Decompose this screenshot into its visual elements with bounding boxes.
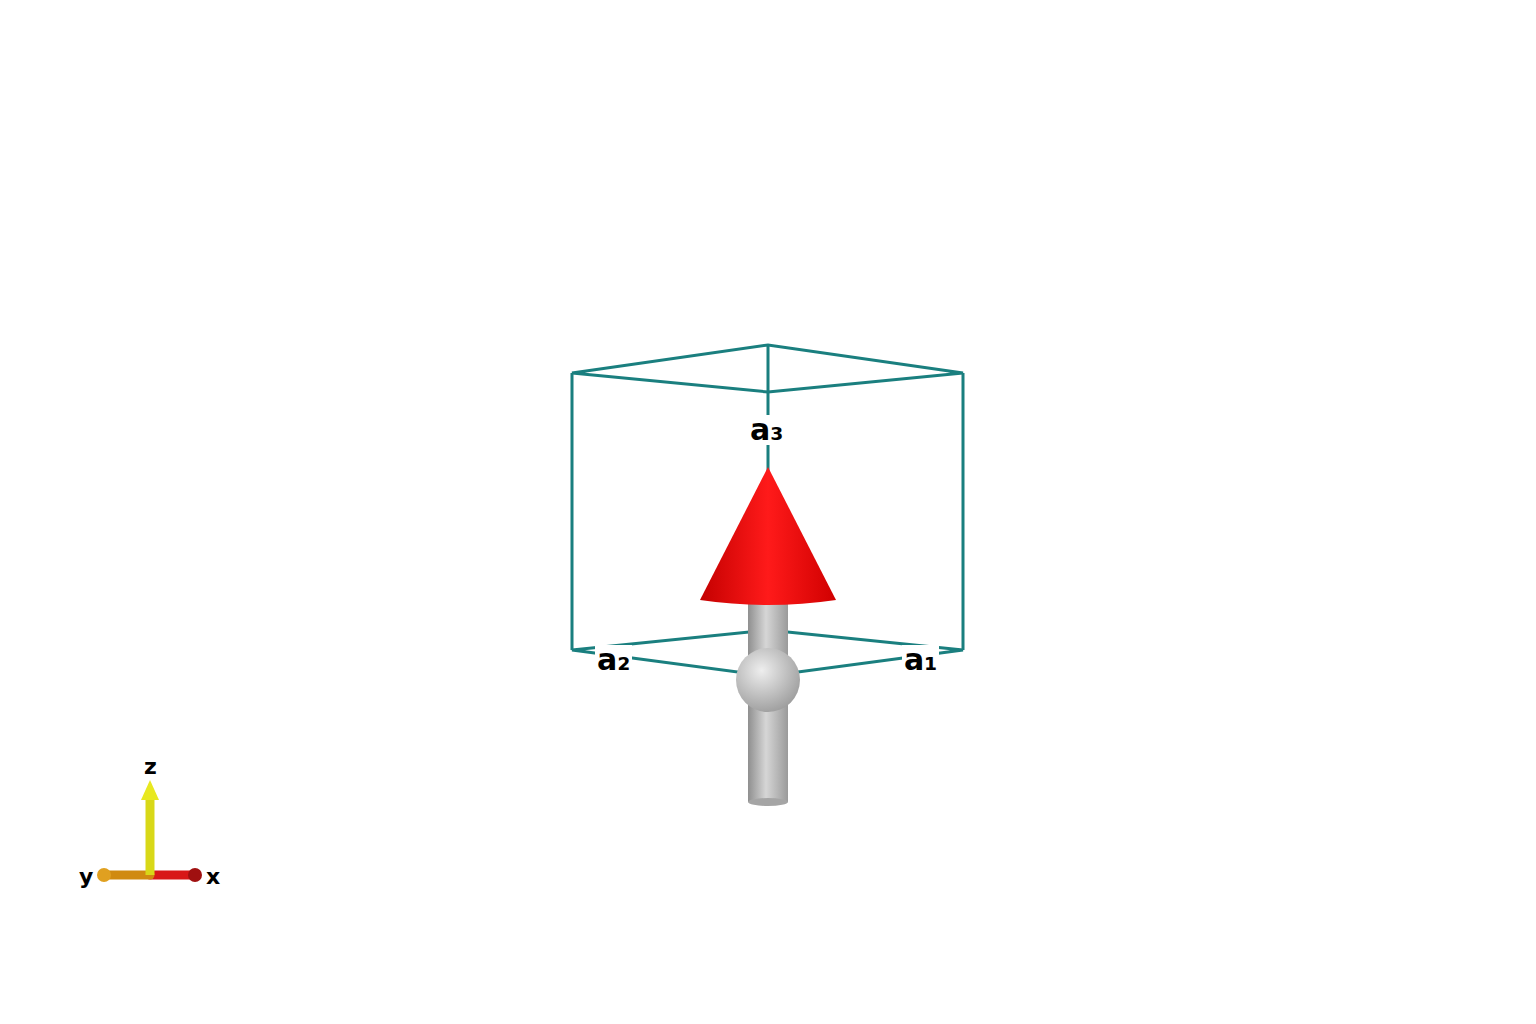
atom-with-moment xyxy=(700,467,836,806)
axis-label: z xyxy=(144,756,157,778)
lattice-vector-label: a₁ xyxy=(902,645,939,675)
lattice-vector-label: a₃ xyxy=(748,415,785,445)
lattice-vector-label: a₂ xyxy=(595,645,632,675)
axis-label: x xyxy=(206,866,220,888)
axis-triad xyxy=(97,780,202,882)
axis-label: y xyxy=(79,866,93,888)
